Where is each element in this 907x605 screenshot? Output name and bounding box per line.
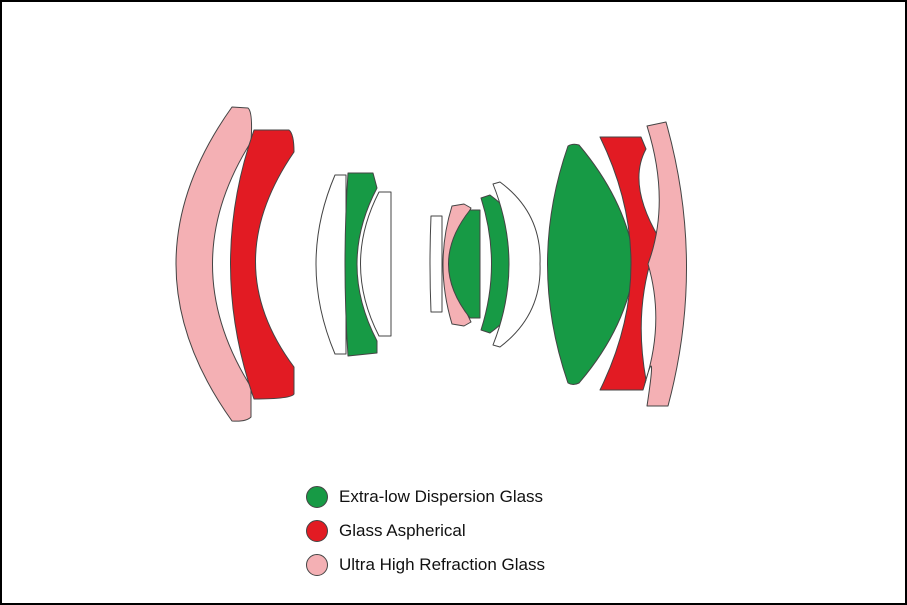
legend-item: Extra-low Dispersion Glass [306,480,545,514]
ultra-high-refraction-swatch [306,554,328,576]
lens-element-10 [492,181,541,348]
lens-element-5 [360,191,392,337]
lens-element-4 [344,172,378,357]
lens-element-11 [547,143,636,385]
legend: Extra-low Dispersion Glass Glass Aspheri… [306,480,545,582]
legend-label: Extra-low Dispersion Glass [339,487,544,506]
legend-label: Ultra High Refraction Glass [339,555,545,574]
lens-element-12 [599,136,660,391]
lens-element-2 [230,129,295,400]
lens-element-3 [315,174,347,355]
legend-item: Glass Aspherical [306,514,545,548]
lens-element-8 [448,209,481,319]
legend-item: Ultra High Refraction Glass [306,548,545,582]
extra-low-dispersion-swatch [306,486,328,508]
legend-label: Glass Aspherical [339,521,466,540]
lens-element-13 [644,121,687,407]
aspherical-swatch [306,520,328,542]
lens-element-6 [429,215,443,313]
